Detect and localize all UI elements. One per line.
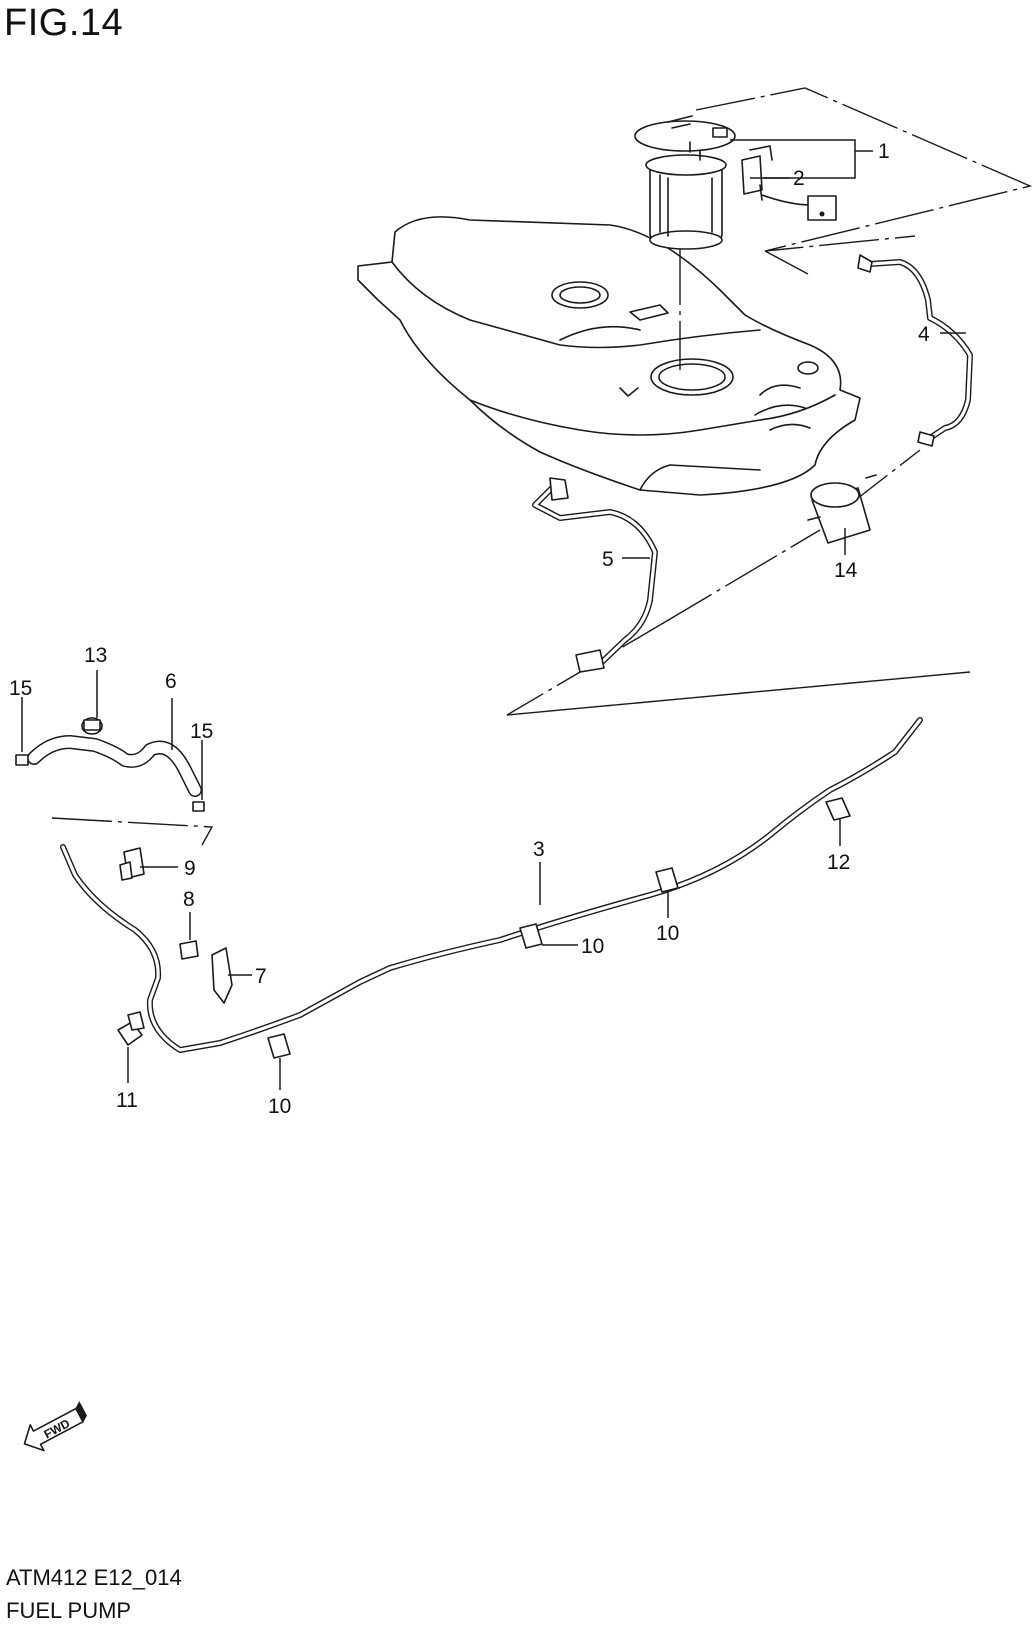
bracket-7[interactable] <box>211 947 233 1004</box>
pipe-clamp-10-b[interactable] <box>519 923 543 949</box>
drawing-code: ATM412 E12_014 <box>6 1565 182 1590</box>
callout-8: 8 <box>183 888 195 911</box>
fuel-feed-pipe[interactable] <box>857 254 973 447</box>
pipe-clamp-9[interactable] <box>119 847 145 881</box>
fuel-level-sensor[interactable] <box>741 145 837 221</box>
pipe-clamp-12[interactable] <box>825 797 851 821</box>
callout-2: 2 <box>793 167 805 190</box>
callout-12: 12 <box>827 851 850 874</box>
drawing-name: FUEL PUMP <box>6 1598 132 1623</box>
callout-14: 14 <box>834 559 858 582</box>
callout-10-c: 10 <box>656 922 679 945</box>
fuel-filter[interactable] <box>807 474 877 544</box>
main-fuel-pipe[interactable] <box>60 717 923 1053</box>
callout-9: 9 <box>184 857 196 880</box>
callout-11: 11 <box>116 1089 138 1112</box>
callout-7: 7 <box>255 965 267 988</box>
callout-15-right: 15 <box>190 720 213 743</box>
callout-6: 6 <box>165 670 177 693</box>
callout-1: 1 <box>878 140 890 163</box>
pipe-clamp-8[interactable] <box>179 940 199 960</box>
fuel-pump-assembly[interactable] <box>634 115 736 250</box>
fwd-arrow-icon: FWD <box>23 1401 87 1452</box>
callout-numbers: 1 2 4 5 14 13 15 6 15 3 9 8 7 10 10 12 1… <box>9 140 930 1118</box>
callout-5: 5 <box>602 548 614 571</box>
fuel-tank[interactable] <box>357 216 861 496</box>
figure-title: FIG.14 <box>4 2 124 44</box>
pipe-clamp-11[interactable] <box>117 1011 145 1046</box>
callout-15-left: 15 <box>9 677 32 700</box>
callout-10-a: 10 <box>268 1095 291 1118</box>
pipe-clamp-10-a[interactable] <box>267 1033 291 1059</box>
hose-clamp[interactable] <box>81 717 103 735</box>
callout-3: 3 <box>533 838 545 861</box>
hose-clip-right[interactable] <box>192 801 205 812</box>
leader-lines <box>21 139 966 1090</box>
callout-4: 4 <box>918 323 930 346</box>
pipe-clamp-10-c[interactable] <box>655 867 679 893</box>
callout-10-b: 10 <box>581 935 604 958</box>
fuel-hose[interactable] <box>532 477 658 673</box>
breather-hose[interactable] <box>27 735 202 797</box>
hose-clip-left[interactable] <box>15 754 29 766</box>
callout-13: 13 <box>84 644 107 667</box>
